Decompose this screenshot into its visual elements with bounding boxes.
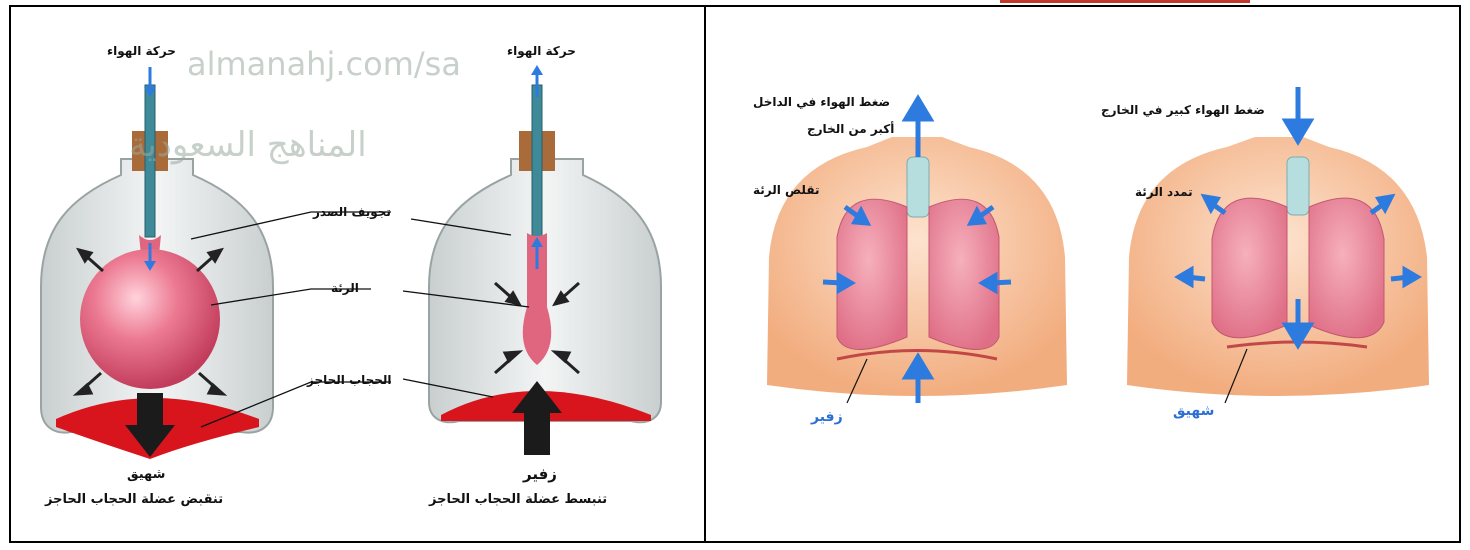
lung-right [1309,198,1384,338]
watermark-url: almanahj.com/sa [187,45,461,83]
trachea [1287,157,1309,215]
diaphragm-down-shaft [137,393,163,427]
torso-exhale [767,99,1067,403]
air-arrow-head [531,65,543,75]
lung-label: الرئة [331,281,359,295]
inhale-label: شهيق [1173,403,1214,419]
top-edge-mark [1000,0,1250,3]
lung-left [837,199,907,349]
pressure-outside-label: ضغط الهواء كبير في الخارج [1101,103,1265,117]
exhale-label: زفير [811,409,843,425]
panel-divider [704,5,706,543]
exhale-caption: زفير [523,465,557,483]
torso-inhale [1127,87,1429,403]
bell-jar-panel: almanahj.com/sa المناهج السعودية حركة ال… [11,7,703,541]
jar-exhale [429,65,661,455]
air-movement-label-exhale: حركة الهواء [507,44,576,58]
trachea [907,157,929,217]
pressure-inside-label: ضغط الهواء في الداخل [753,95,890,109]
human-chest-panel: ضغط الهواء في الداخل أكبر من الخارج تقلص… [707,7,1459,541]
inhale-description: تنقبض عضلة الحجاب الحاجز [45,492,223,507]
inhale-caption: شهيق [127,467,165,482]
lung-contraction-label: تقلص الرئة [753,183,819,197]
air-movement-label-inhale: حركة الهواء [107,44,176,58]
lung-left [1212,198,1287,338]
diaphragm-up-shaft [524,411,550,455]
greater-than-outside-label: أكبر من الخارج [807,122,894,136]
watermark-arabic: المناهج السعودية [129,125,367,165]
tube [532,85,542,237]
human-chest-illustration [707,7,1459,541]
lung-right [929,199,999,349]
diaphragm-label: الحجاب الحاجز [307,373,392,387]
chest-cavity-label: تجويف الصدر [313,205,391,219]
exhale-description: تنبسط عضلة الحجاب الحاجز [429,492,607,507]
bell-jar-illustration [11,7,703,541]
lung-expansion-label: تمدد الرئة [1135,185,1193,199]
